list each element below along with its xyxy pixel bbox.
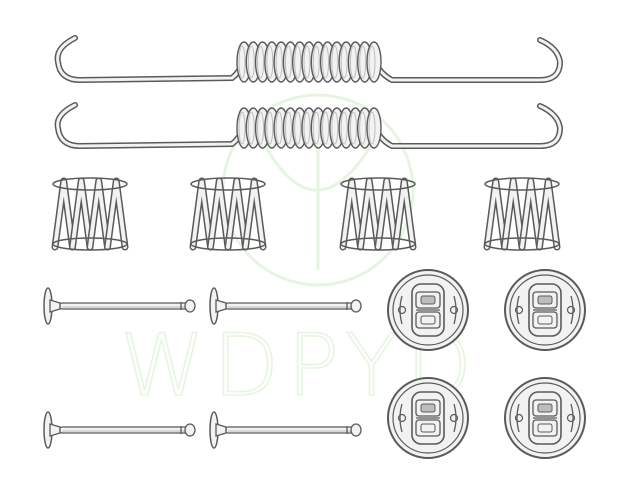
watermark-logo-mark (260, 129, 382, 192)
hold-down-springs (51, 177, 561, 251)
retainer-cup-3 (387, 377, 469, 459)
return-springs (54, 35, 564, 150)
return-spring-coil (236, 41, 382, 83)
hold-down-pin-3 (43, 411, 196, 449)
retainer-cup-1 (387, 269, 469, 351)
hold-down-spring-3 (339, 177, 417, 251)
hold-down-spring-1 (51, 177, 129, 251)
spring-retainer-cups (387, 269, 586, 459)
hold-down-spring-2 (189, 177, 267, 251)
return-spring-coil (236, 107, 382, 149)
hold-down-pin-4 (209, 411, 362, 449)
hold-down-pin-2 (209, 287, 362, 325)
hold-down-pins (43, 287, 362, 449)
retainer-cup-4 (504, 377, 586, 459)
return-spring-bottom (54, 102, 564, 150)
hold-down-pin-1 (43, 287, 196, 325)
hold-down-spring-4 (483, 177, 561, 251)
retainer-cup-2 (504, 269, 586, 351)
return-spring-top (54, 35, 564, 84)
